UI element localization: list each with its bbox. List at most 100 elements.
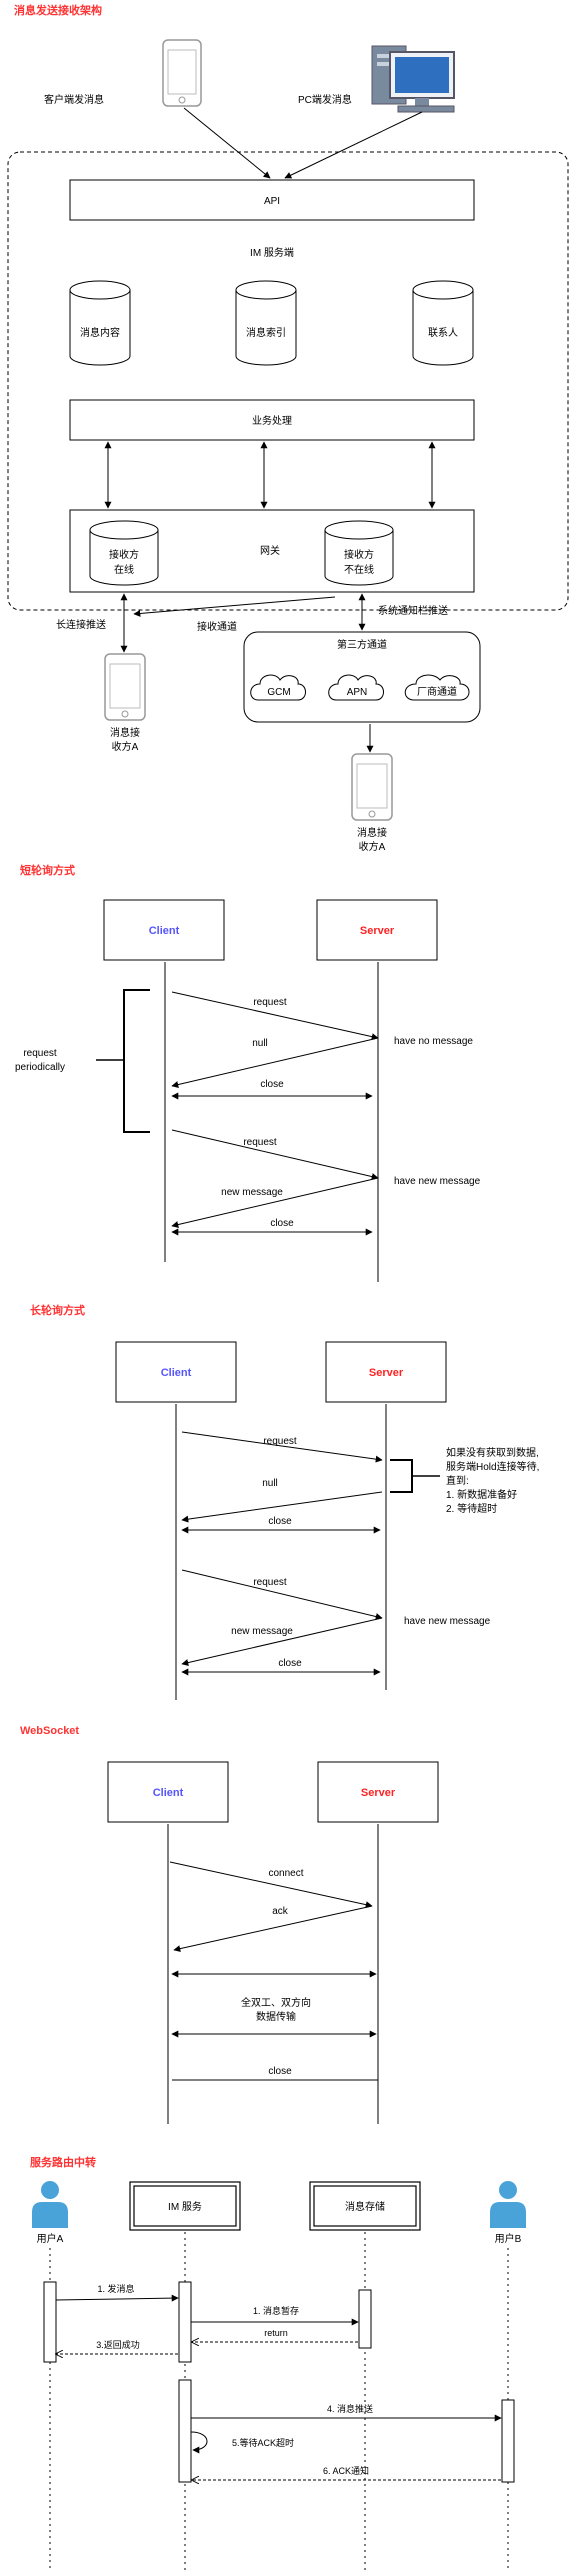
long-push-label: 长连接推送 [56,618,106,631]
long-new-message-note: have new message [404,1616,491,1627]
db-recv-online [89,520,159,586]
db-index [235,280,297,366]
recv-channel-label: 接收通道 [197,620,237,633]
short-new-message-label: new message [221,1187,283,1198]
apn-label: APN [347,687,368,698]
short-periodic-label-1: request [23,1048,57,1059]
im-service-label: IM 服务 [168,2200,202,2213]
long-note-4: 1. 新数据准备好 [446,1488,517,1501]
gateway-label: 网关 [260,544,280,557]
route-step1-label: 1. 发消息 [97,2283,134,2294]
business-box [69,399,475,441]
route-step6-label: 6. ACK通知 [323,2465,369,2476]
short-no-message-label: have no message [394,1036,473,1047]
long-note-3: 直到: [446,1474,469,1487]
im-service-box [129,2181,241,2231]
user-b-activation [501,2399,515,2483]
recv-online-label-2: 在线 [114,563,134,576]
long-poll-title: 长轮询方式 [30,1303,85,1317]
phone-icon [162,39,202,107]
recv-b-label-2: 收方A [359,840,386,853]
msg-store-box [309,2181,421,2231]
pc-send-label: PC端发消息 [298,93,352,106]
cloud-apn [328,674,384,701]
ws-close-label: close [268,2066,292,2077]
long-hold-bracket [390,1459,413,1493]
sys-push-label: 系统通知栏推送 [378,604,448,617]
db-contacts [412,280,474,366]
client-send-label: 客户端发消息 [44,93,104,106]
third-party-label: 第三方通道 [337,638,387,651]
db-recv-offline [324,520,394,586]
short-periodic-label-2: periodically [15,1062,65,1073]
long-note-5: 2. 等待超时 [446,1502,497,1515]
route-self-loop [190,2431,208,2454]
long-null-label: null [262,1478,278,1489]
ws-server-box [317,1761,439,1823]
ws-duplex-label-1: 全双工、双方向 [241,1996,311,2009]
api-box [69,179,475,221]
short-request-label: request [253,997,287,1008]
phone-icon-receiver-a [104,653,146,721]
user-a-label: 用户A [37,2232,64,2245]
long-close-label: close [268,1516,292,1527]
db-content [69,280,131,366]
short-server-box [316,899,438,961]
long-new-message-label: new message [231,1626,293,1637]
short-null-label: null [252,1038,268,1049]
db-index-label: 消息索引 [246,326,286,339]
gcm-label: GCM [267,687,290,698]
user-b-label: 用户B [495,2232,522,2245]
ws-client-box [107,1761,229,1823]
vendor-label: 厂商通道 [417,685,457,698]
long-client-label: Client [161,1367,192,1379]
ws-ack-label: ack [272,1906,289,1917]
user-b-icon [490,2181,526,2228]
recv-a-label-1: 消息接 [110,726,140,739]
recv-offline-label-2: 不在线 [344,563,374,576]
route-step5-label: 5.等待ACK超时 [232,2437,294,2448]
long-request2-label: request [253,1577,287,1588]
im-server-label: IM 服务端 [250,246,294,259]
recv-online-label-1: 接收方 [109,548,139,561]
long-note-2: 服务端Hold连接等待, [446,1460,539,1473]
recv-a-label-2: 收方A [112,740,139,753]
ws-duplex-label-2: 数据传输 [256,2010,296,2023]
msg-store-activation [358,2289,372,2349]
websocket-title: WebSocket [20,1725,79,1737]
ws-connect-label: connect [268,1868,303,1879]
short-poll-title: 短轮询方式 [20,863,75,877]
cloud-gcm [250,674,306,701]
ws-client-label: Client [153,1787,184,1799]
recv-b-label-1: 消息接 [357,826,387,839]
short-server-label: Server [360,925,395,937]
recv-offline-label-1: 接收方 [344,548,374,561]
cloud-vendor [404,674,470,701]
short-client-label: Client [149,925,180,937]
long-client-box [115,1341,237,1403]
business-label: 业务处理 [252,414,292,427]
long-note-1: 如果没有获取到数据, [446,1446,539,1459]
short-client-box [103,899,225,961]
arch-title: 消息发送接收架构 [14,3,102,17]
pc-icon [371,45,455,113]
route-step2-label: 1. 消息暂存 [253,2305,299,2316]
short-new-message-note: have new message [394,1176,481,1187]
short-close2-label: close [270,1218,294,1229]
short-close-label: close [260,1079,284,1090]
long-server-box [325,1341,447,1403]
short-periodic-bracket [123,989,150,1133]
long-request-label: request [263,1436,297,1447]
api-label: API [264,196,280,207]
user-a-icon [32,2181,68,2228]
im-server-container [7,151,569,611]
short-request2-label: request [243,1137,277,1148]
routing-title: 服务路由中转 [30,2155,96,2169]
db-contacts-label: 联系人 [428,327,458,339]
long-close2-label: close [278,1658,302,1669]
route-return-label: return [264,2328,288,2338]
msg-store-label: 消息存储 [345,2200,385,2213]
long-server-label: Server [369,1367,404,1379]
db-content-label: 消息内容 [80,326,120,339]
